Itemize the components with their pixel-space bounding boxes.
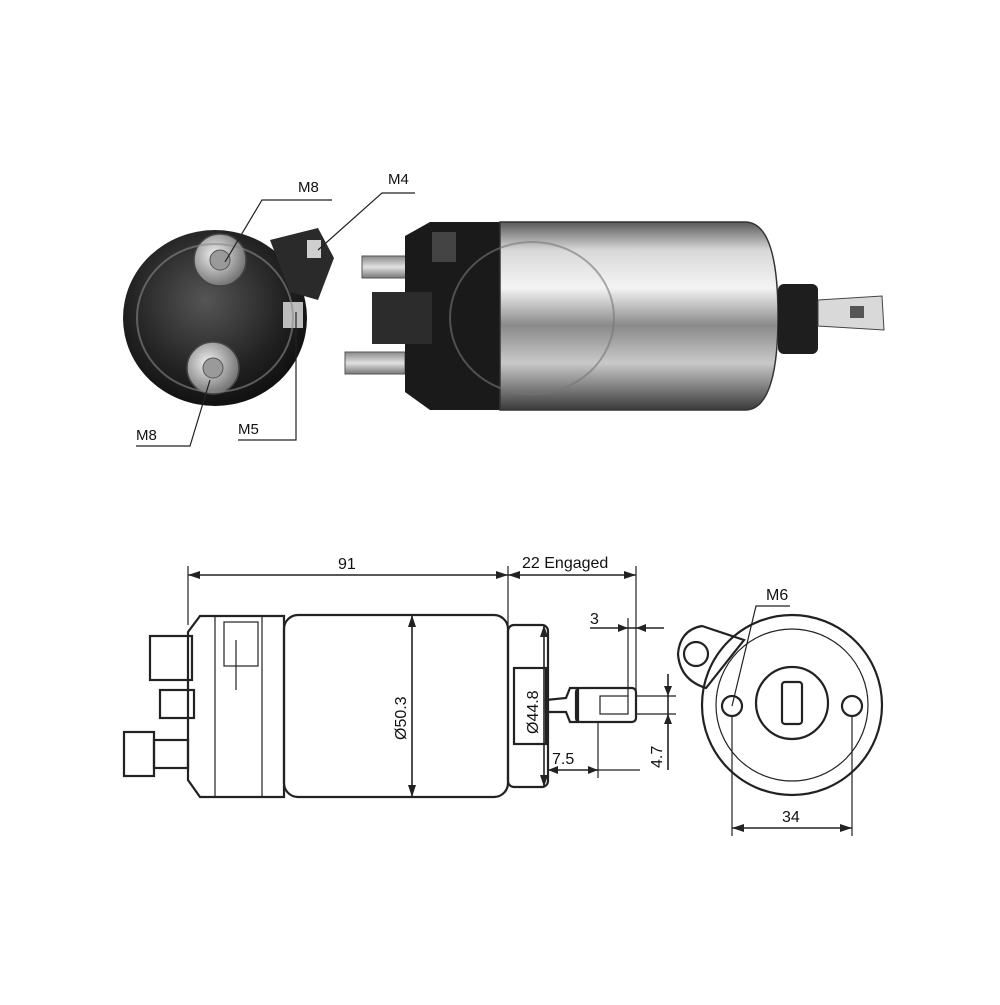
plunger-slot <box>850 306 864 318</box>
m8-upper-bolt-center <box>209 249 231 271</box>
dim-75-arrows <box>548 766 598 774</box>
end-outer-circle <box>700 613 884 797</box>
m4-label: M4 <box>388 171 409 188</box>
m5-leader <box>238 312 297 441</box>
side-cap <box>405 222 512 410</box>
watermark-ring <box>136 243 294 393</box>
m5-label: M5 <box>238 421 259 438</box>
m6-leader <box>731 605 790 707</box>
drawing-plunger-tab <box>574 686 638 724</box>
drawing-nose <box>506 623 550 789</box>
center-slot <box>780 680 804 726</box>
drawing-plunger-slot <box>599 695 629 715</box>
dim-44-text: Ø44.8 <box>525 690 542 734</box>
dim-3-arrows <box>618 624 646 632</box>
right-hole <box>840 694 864 718</box>
dim-34-text: 34 <box>782 809 800 826</box>
m4-terminal <box>307 240 321 258</box>
dim-47-text: 4.7 <box>649 746 666 768</box>
center-boss <box>754 665 830 741</box>
m8-bottom-leader <box>136 379 211 447</box>
lower-stud <box>344 351 406 375</box>
m4-leader <box>317 192 415 251</box>
dim-34-arrows <box>732 824 852 832</box>
m8-bottom-label: M8 <box>136 427 157 444</box>
side-bracket <box>432 232 456 262</box>
drawing-cap <box>186 614 286 799</box>
cap-detail-box <box>223 621 259 667</box>
m8-top-leader <box>224 199 332 263</box>
m6-label: M6 <box>766 587 788 604</box>
side-view-photo <box>344 221 885 411</box>
dim-50-text: Ø50.3 <box>393 696 410 740</box>
m8-lower-bolt-center <box>202 357 224 379</box>
side-drawing: 91 22 Engaged Ø50.3 Ø44.8 3 7.5 4.7 <box>122 555 676 799</box>
drawing-upper-terminal <box>148 634 194 682</box>
plunger-nose <box>778 284 818 354</box>
terminal-cap <box>123 230 307 406</box>
end-drawing: M6 34 <box>676 587 884 836</box>
end-view-photo <box>123 228 334 406</box>
side-watermark-ring <box>449 241 615 395</box>
drawing-middle-terminal <box>158 688 196 720</box>
end-view-leaders <box>136 192 415 447</box>
dim-47-arrows <box>664 686 672 724</box>
drawing-lower-nut <box>122 730 156 778</box>
dim-75-text: 7.5 <box>552 751 574 768</box>
drawing-lower-terminal <box>152 738 190 770</box>
dim-91-text: 91 <box>338 556 356 573</box>
drawing-plunger-neck <box>544 686 580 724</box>
dim-22-text: 22 Engaged <box>522 555 608 572</box>
end-inner-circle <box>715 628 869 782</box>
dim-3-text: 3 <box>590 611 599 628</box>
m8-top-label: M8 <box>298 179 319 196</box>
chrome-body <box>499 221 779 411</box>
ear-hole <box>682 640 710 668</box>
mounting-ear <box>676 624 746 690</box>
side-terminal-block <box>372 292 432 344</box>
